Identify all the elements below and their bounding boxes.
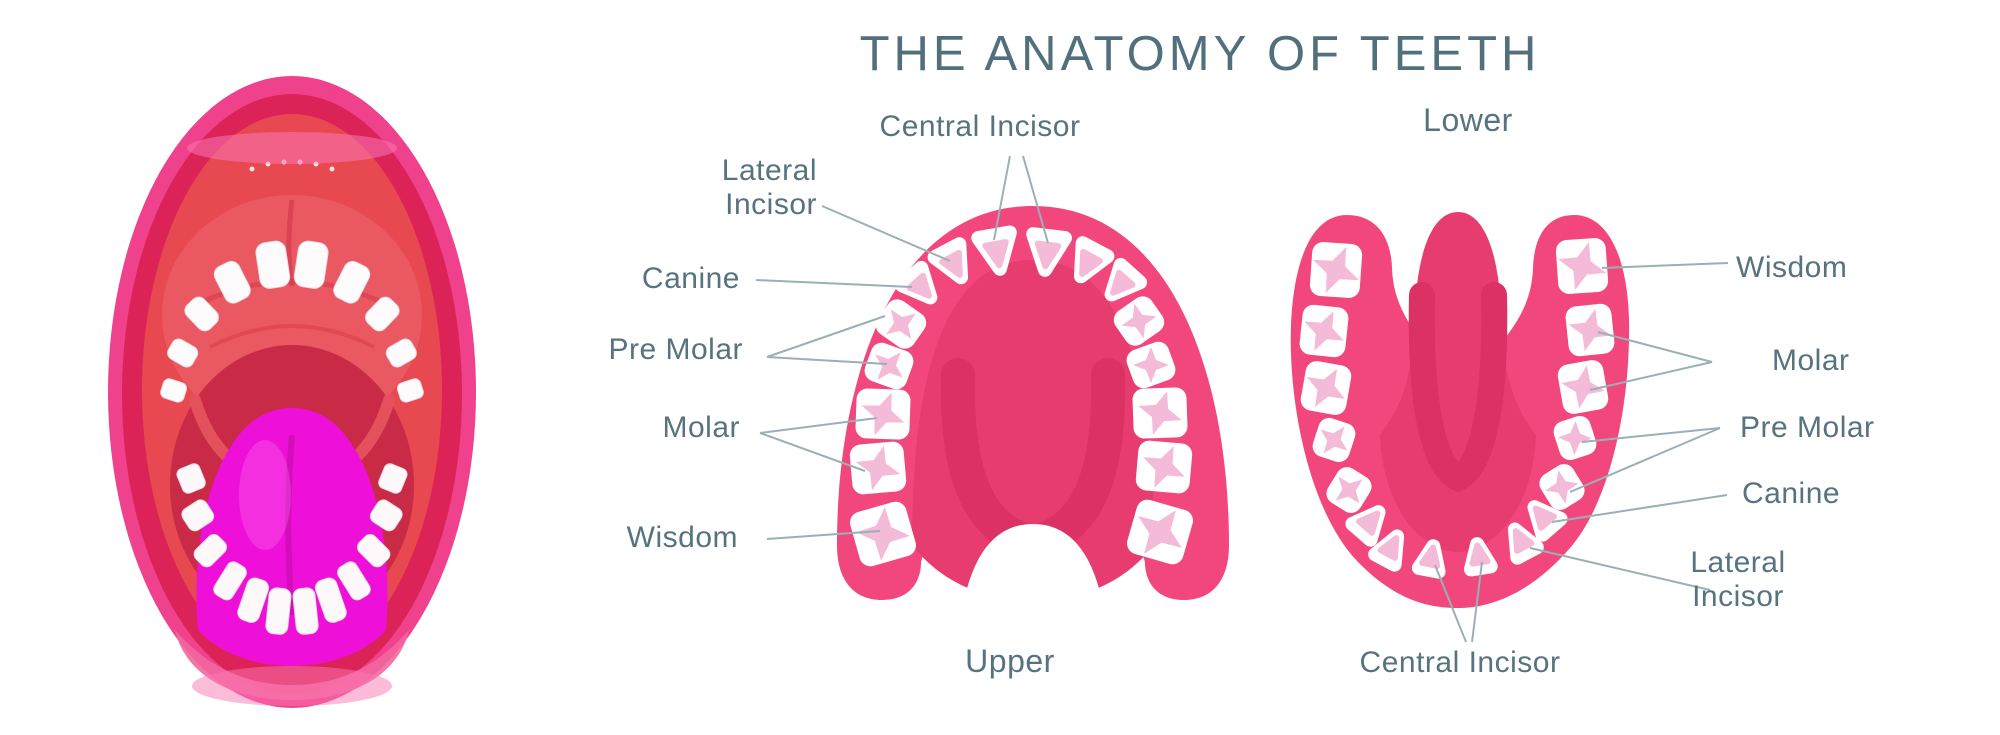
upper-lip-gloss [187, 132, 397, 164]
label-lower-lateral-incisor: Lateral Incisor [1690, 546, 1786, 613]
lower-tooth-molar [1557, 360, 1609, 414]
lower-teeth-row [176, 463, 408, 635]
lower-tooth-pre-molar [1539, 464, 1585, 510]
lower-tooth-canine [1527, 500, 1568, 542]
upper-tooth-wisdom [850, 501, 916, 567]
caption-lower: Lower [1423, 102, 1513, 138]
palate-ridge [209, 324, 375, 349]
label-lower-central-incisor: Central Incisor [1359, 646, 1561, 679]
lower-tooth-pre-molar [1553, 415, 1597, 461]
lower-tooth-molar [1300, 361, 1352, 415]
lower-jaw-diagram [1290, 212, 1729, 643]
caption-upper: Upper [965, 643, 1055, 679]
lower-tooth-pre-molar [1326, 467, 1372, 513]
label-upper-wisdom: Wisdom [626, 521, 738, 554]
tongue-groove [285, 434, 295, 616]
label-lower-canine: Canine [1742, 477, 1841, 510]
label-upper-canine: Canine [641, 262, 740, 295]
lower-tooth-wisdom [1309, 242, 1363, 298]
lower-tooth-pre-molar [1312, 417, 1356, 463]
lower-tooth-lateral-incisor [1368, 529, 1405, 572]
upper-tooth-canine [894, 260, 938, 305]
upper-tooth-molar [1132, 387, 1188, 439]
upper-tooth-pre-molar [1113, 296, 1165, 346]
upper-tooth-pre-molar [875, 299, 927, 349]
tongue-sheen [239, 440, 291, 550]
upper-tooth-canine [1104, 257, 1148, 302]
upper-tooth-molar [1135, 440, 1193, 494]
label-lower-pre-molar: Pre Molar [1740, 411, 1875, 444]
label-lower-wisdom: Wisdom [1736, 251, 1848, 284]
upper-jaw-diagram [755, 155, 1229, 690]
lower-teeth [1299, 238, 1615, 579]
upper-tooth-pre-molar [1126, 341, 1176, 389]
upper-tooth-central-incisor [1026, 227, 1072, 277]
open-mouth-illustration [108, 76, 476, 708]
upper-tooth-lateral-incisor [1073, 236, 1115, 284]
upper-tooth-pre-molar [864, 342, 914, 390]
lower-leader-lines [1434, 262, 1729, 643]
lower-tooth-lateral-incisor [1507, 522, 1544, 565]
upper-tooth-central-incisor [971, 225, 1017, 276]
upper-teeth-row [160, 240, 424, 403]
lower-tooth-canine [1345, 505, 1386, 547]
lower-tooth-molar [1299, 304, 1349, 358]
label-upper-central-incisor: Central Incisor [879, 110, 1081, 143]
label-upper-pre-molar: Pre Molar [608, 333, 743, 366]
upper-tooth-molar [849, 441, 907, 495]
lower-tooth-wisdom [1555, 238, 1609, 294]
upper-teeth [849, 225, 1193, 567]
lower-tooth-central-incisor [1411, 539, 1446, 579]
label-upper-molar: Molar [662, 411, 740, 444]
lower-lip-gloss [192, 666, 392, 706]
tongue-shadow [1408, 282, 1508, 493]
label-lower-molar: Molar [1772, 344, 1850, 377]
upper-leader-lines [755, 155, 1049, 540]
upper-tooth-molar [855, 388, 911, 440]
label-upper-lateral-incisor: Lateral Incisor [721, 154, 817, 221]
palate-midline [286, 199, 295, 287]
page-title: THE ANATOMY OF TEETH [859, 27, 1541, 81]
lower-tooth-molar [1565, 303, 1615, 357]
upper-jaw-opening [956, 524, 1110, 690]
upper-tooth-wisdom [1127, 499, 1193, 565]
